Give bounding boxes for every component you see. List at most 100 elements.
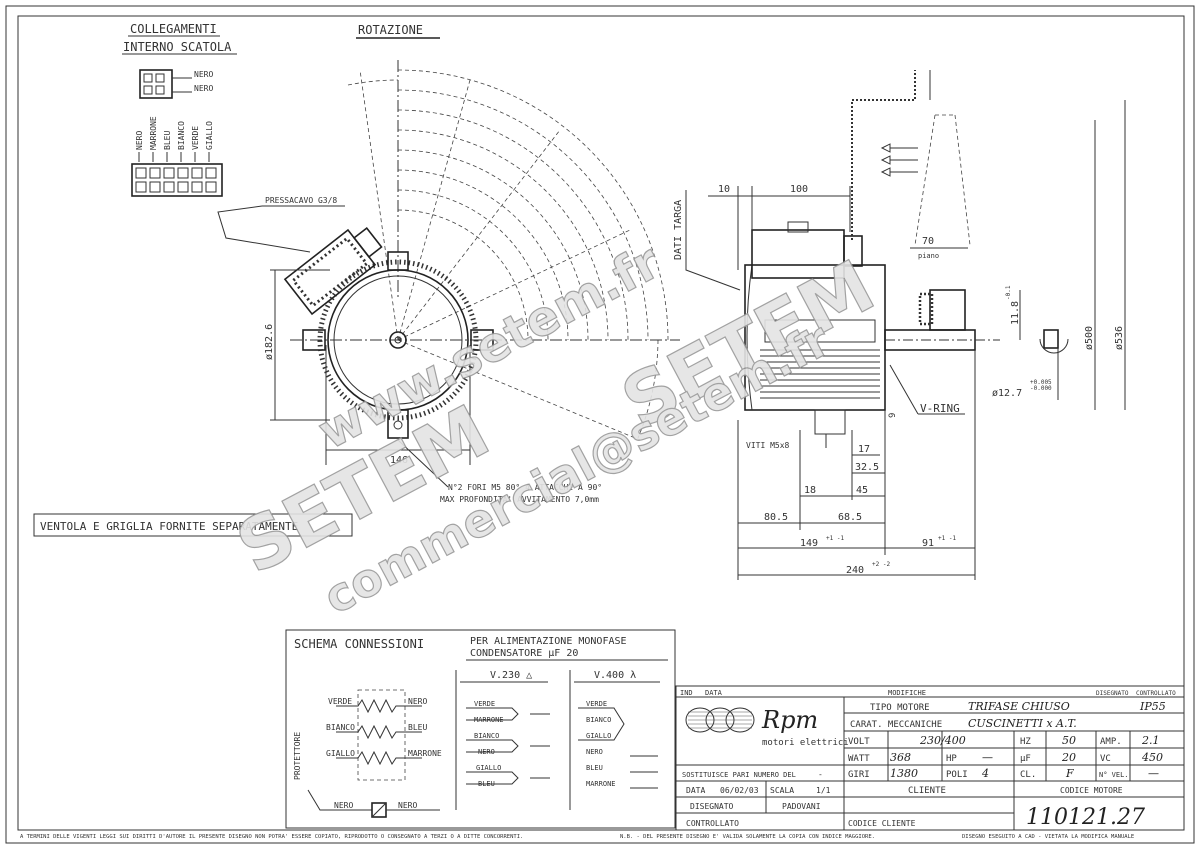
codice-motore-label: CODICE MOTORE bbox=[1060, 786, 1123, 795]
v400-wire-1: VERDE bbox=[586, 700, 607, 708]
vring-label: V-RING bbox=[920, 402, 960, 415]
title-block: IND DATA MODIFICHE DISEGNATO CONTROLLATO… bbox=[675, 685, 1185, 831]
watt-label: WATT bbox=[848, 754, 870, 764]
wire-nero-1: NERO bbox=[194, 70, 213, 79]
data-label: DATA bbox=[686, 786, 705, 795]
poli-label: POLI bbox=[946, 770, 968, 780]
dati-targa-label: DATI TARGA bbox=[673, 200, 684, 260]
v400-label: V.400 λ bbox=[594, 670, 636, 681]
ventola-note-text: VENTOLA E GRIGLIA FORNITE SEPARATAMENTE bbox=[40, 520, 298, 533]
side-view: 10 100 DATI TARGA 70 piano ø500 ø536 11.… bbox=[673, 70, 1126, 580]
collegamenti-title-2: INTERNO SCATOLA bbox=[123, 40, 232, 54]
dim-70: 70 bbox=[922, 236, 934, 247]
dim-149: 149 bbox=[800, 538, 818, 549]
fori-note-1: N°2 FORI M5 80° 4 ATTACCHI A 90° bbox=[448, 483, 602, 492]
dim-500: ø500 bbox=[1084, 326, 1095, 350]
dim-17: 17 bbox=[858, 444, 870, 455]
tol-149: +1 -1 bbox=[826, 535, 844, 542]
front-view: ROTAZIONE bbox=[217, 23, 680, 504]
schema-right-3: MARRONE bbox=[408, 749, 442, 758]
dim-68-5: 68.5 bbox=[838, 512, 862, 523]
v400-wire-6: MARRONE bbox=[586, 780, 616, 788]
volt-label: VOLT bbox=[848, 737, 870, 747]
brand-name: Rpm bbox=[761, 706, 818, 734]
brand-sub: motori elettrici bbox=[762, 738, 849, 748]
footer: A TERMINI DELLE VIGENTI LEGGI SUI DIRITT… bbox=[20, 834, 1134, 840]
rpm-logo bbox=[685, 707, 755, 733]
schema-left-1: VERDE bbox=[328, 697, 352, 706]
tol-11-8: -0.1 bbox=[1005, 285, 1012, 300]
wire-label-5: VERDE bbox=[191, 126, 200, 150]
scala-label: SCALA bbox=[770, 786, 794, 795]
hp-label: HP bbox=[946, 754, 957, 764]
disegnato-value: PADOVANI bbox=[782, 802, 821, 811]
schema-right-1: NERO bbox=[408, 697, 427, 706]
giri-label: GIRI bbox=[848, 770, 870, 780]
tb-modifiche: MODIFICHE bbox=[888, 689, 926, 697]
codice-motore-value: 110121.27 bbox=[1026, 805, 1145, 830]
footer-middle: N.B. - DEL PRESENTE DISEGNO E' VALIDA SO… bbox=[620, 834, 875, 840]
schema-left-2: BIANCO bbox=[326, 723, 355, 732]
alimentazione-1: PER ALIMENTAZIONE MONOFASE bbox=[470, 636, 627, 647]
poli-value: 4 bbox=[981, 767, 989, 780]
tipo-motore-label: TIPO MOTORE bbox=[870, 703, 930, 713]
v400-wire-3: GIALLO bbox=[586, 732, 611, 740]
dim-146: 146 bbox=[390, 455, 408, 466]
tb-data: DATA bbox=[705, 689, 723, 697]
cl-label: CL. bbox=[1020, 770, 1036, 780]
carat-value: CUSCINETTI x A.T. bbox=[968, 717, 1077, 730]
viti-label: VITI M5x8 bbox=[746, 441, 790, 450]
dim-9: 9 bbox=[888, 413, 898, 418]
codice-cliente-label: CODICE CLIENTE bbox=[848, 819, 916, 828]
tipo-motore-value: TRIFASE CHIUSO bbox=[968, 700, 1070, 713]
fori-note-2: MAX PROFONDITA' AVVITAMENTO 7,0mm bbox=[440, 495, 599, 504]
dim-18: 18 bbox=[804, 485, 816, 496]
ventola-note: VENTOLA E GRIGLIA FORNITE SEPARATAMENTE bbox=[33, 513, 353, 537]
dim-80-5: 80.5 bbox=[764, 512, 788, 523]
footer-left: A TERMINI DELLE VIGENTI LEGGI SUI DIRITT… bbox=[20, 834, 523, 840]
hz-value: 50 bbox=[1062, 734, 1076, 747]
watermark: www.setem.fr SETEM SETEM commercial@sete… bbox=[223, 233, 888, 625]
schema-left-3: GIALLO bbox=[326, 749, 355, 758]
ip-value: IP55 bbox=[1139, 700, 1166, 713]
wire-nero-2: NERO bbox=[194, 84, 213, 93]
protettore-label: PROTETTORE bbox=[293, 732, 302, 780]
wire-label-1: NERO bbox=[135, 131, 144, 150]
watt-value: 368 bbox=[890, 751, 911, 764]
piano-label: piano bbox=[918, 252, 939, 260]
dim-45: 45 bbox=[856, 485, 868, 496]
controllato-label: CONTROLLATO bbox=[686, 819, 739, 828]
cl-value: F bbox=[1065, 767, 1074, 780]
nvel-value: — bbox=[1148, 767, 1159, 780]
vc-label: VC bbox=[1100, 754, 1111, 764]
pressacavo-label: PRESSACAVO G3/8 bbox=[265, 196, 337, 205]
footer-right: DISEGNO ESEGUITO A CAD - VIETATA LA MODI… bbox=[962, 834, 1134, 840]
sostituisce-value: - bbox=[818, 770, 823, 779]
schema-right-2: BLEU bbox=[408, 723, 427, 732]
giri-value: 1380 bbox=[890, 767, 918, 780]
shaft-center bbox=[389, 331, 407, 349]
dim-32-5: 32.5 bbox=[855, 462, 879, 473]
amp-value: 2.1 bbox=[1141, 734, 1160, 747]
outer-frame bbox=[5, 5, 1195, 844]
hp-value: — bbox=[982, 751, 993, 764]
tb-disegnato-col: DISEGNATO bbox=[1096, 690, 1129, 697]
dim-11-8: 11.8 bbox=[1010, 301, 1021, 325]
wire-label-4: BIANCO bbox=[177, 121, 186, 150]
volt-value: 230/400 bbox=[919, 734, 966, 747]
uf-label: μF bbox=[1020, 754, 1031, 764]
hz-label: HZ bbox=[1020, 737, 1031, 747]
v230-wire-3: BIANCO bbox=[474, 732, 499, 740]
carat-label: CARAT. MECCANICHE bbox=[850, 720, 942, 730]
terminal-block-small bbox=[139, 69, 173, 99]
amp-label: AMP. bbox=[1100, 737, 1122, 747]
v400-wire-4: NERO bbox=[586, 748, 603, 756]
terminal-block-large bbox=[131, 163, 223, 197]
data-value: 06/02/03 bbox=[720, 786, 759, 795]
alimentazione-2: CONDENSATORE μF 20 bbox=[470, 648, 578, 659]
inner-frame bbox=[17, 15, 1185, 831]
dim-12-7: ø12.7 bbox=[992, 388, 1022, 399]
internal-connections: COLLEGAMENTI INTERNO SCATOLA NERO NERO N… bbox=[122, 22, 237, 197]
wire-label-3: BLEU bbox=[163, 131, 172, 150]
